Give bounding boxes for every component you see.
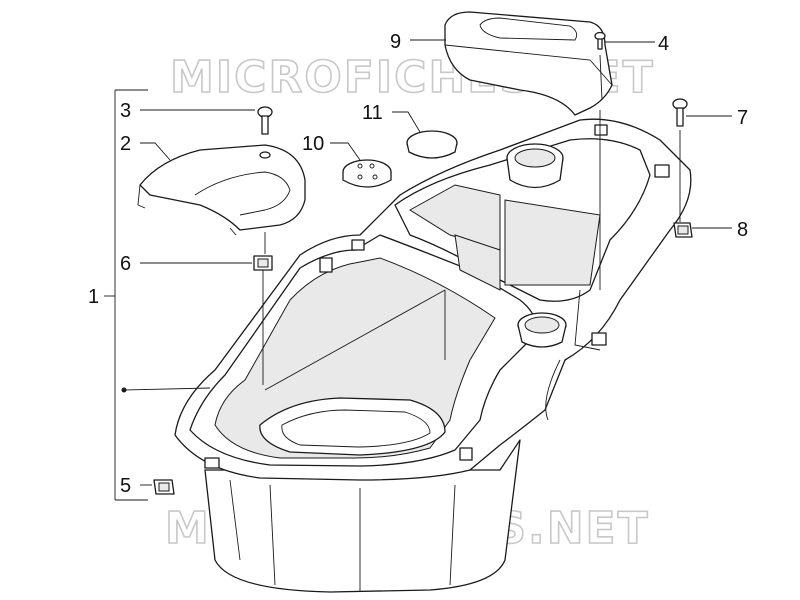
part-9-lid (444, 11, 613, 116)
callout-4: 4 (658, 33, 669, 55)
callout-3: 3 (120, 100, 131, 122)
callout-7: 7 (737, 107, 748, 129)
callout-5: 5 (120, 475, 131, 497)
callout-8: 8 (737, 219, 748, 241)
part-8-clip (673, 222, 693, 238)
callout-1: 1 (88, 286, 99, 308)
callout-11: 11 (362, 102, 383, 124)
part-2-flap (137, 144, 306, 236)
part-6-clip (253, 255, 273, 271)
callout-6: 6 (120, 253, 131, 275)
part-3-screw (257, 106, 273, 159)
part-11-cap (406, 130, 458, 159)
part-4-screw (594, 31, 606, 50)
part-7-screw (672, 98, 688, 127)
leader-lines (104, 39, 732, 501)
callout-9: 9 (390, 31, 401, 53)
part-5-clip (153, 479, 175, 495)
callout-2: 2 (120, 133, 131, 155)
helmet-compartment (174, 118, 692, 593)
callout-10: 10 (302, 133, 324, 155)
part-10-disc (342, 159, 392, 188)
